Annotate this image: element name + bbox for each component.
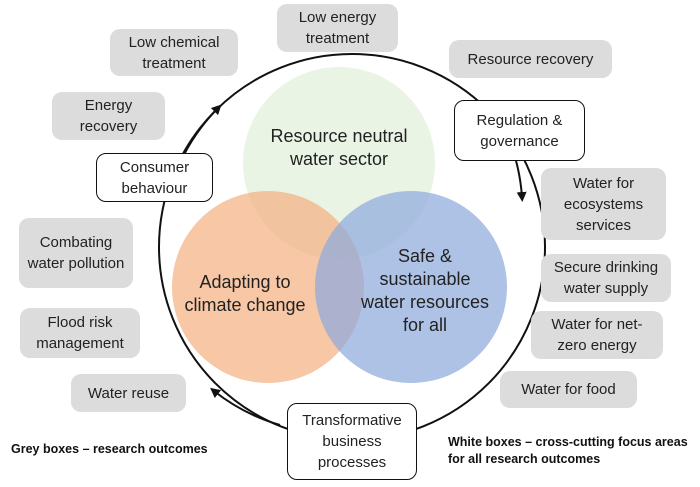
- box-water-for-food: Water for food: [500, 371, 637, 408]
- box-low-energy-treatment: Low energy treatment: [277, 4, 398, 52]
- cycle-arrow-bottom-left: [210, 387, 281, 426]
- circle-label-left: Adapting to climate change: [184, 272, 306, 315]
- circle-adapting-climate: [172, 191, 364, 383]
- box-regulation-governance: Regulation & governance: [454, 100, 585, 161]
- circle-safe-sustainable: [315, 191, 507, 383]
- legend-grey-boxes: Grey boxes – research outcomes: [11, 442, 208, 456]
- legend-white-boxes: White boxes – cross-cutting focus areas …: [448, 435, 688, 466]
- box-low-chemical-treatment: Low chemical treatment: [110, 29, 238, 76]
- box-secure-drinking-water: Secure drinking water supply: [541, 254, 671, 302]
- box-energy-recovery: Energy recovery: [52, 92, 165, 140]
- box-combating-water-pollution: Combating water pollution: [19, 218, 133, 288]
- box-resource-recovery: Resource recovery: [449, 40, 612, 78]
- box-water-for-net-zero: Water for net-zero energy: [531, 311, 663, 359]
- box-water-for-ecosystems: Water for ecosystems services: [541, 168, 666, 240]
- box-transformative-business: Transformative business processes: [287, 403, 417, 480]
- circle-label-right: Safe & sustainable water resources for a…: [360, 246, 490, 335]
- box-water-reuse: Water reuse: [71, 374, 186, 412]
- circle-label-top: Resource neutral water sector: [270, 126, 408, 169]
- box-flood-risk-management: Flood risk management: [20, 308, 140, 358]
- box-consumer-behaviour: Consumer behaviour: [96, 153, 213, 202]
